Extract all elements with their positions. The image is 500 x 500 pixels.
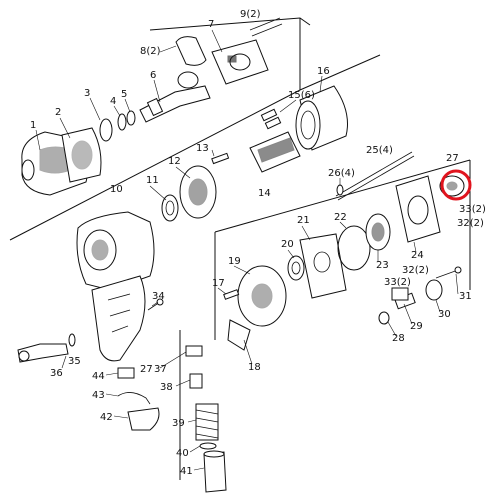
part-14-rotor: [249, 131, 301, 173]
part-38-valve-seat: [189, 373, 203, 389]
label-26: 26(4): [328, 168, 355, 179]
part-4-washer: [117, 113, 127, 131]
part-22-o-ring: [337, 225, 371, 271]
part-29-valve: [391, 287, 409, 301]
part-35-o-ring: [68, 333, 76, 347]
label-8: 8(2): [140, 46, 161, 57]
part-5-ring: [126, 110, 136, 126]
label-33-lower: 33(2): [384, 277, 411, 288]
label-44: 44: [92, 371, 105, 382]
part-12-front-plate: [179, 165, 217, 219]
part-21-gasket: [299, 233, 347, 299]
label-40: 40: [176, 448, 189, 459]
part-43-trigger-pin: [117, 392, 151, 405]
upper-assembly-frame: [9, 17, 381, 241]
label-4: 4: [110, 96, 116, 107]
label-32-lower: 32(2): [402, 265, 429, 276]
part-40-o-ring: [199, 442, 217, 450]
part-37-valve-cap: [185, 345, 203, 357]
label-1: 1: [30, 120, 36, 131]
label-15: 15(6): [288, 90, 315, 101]
part-6-anvil: [139, 85, 211, 123]
label-2: 2: [55, 107, 61, 118]
part-3-o-ring: [99, 118, 113, 142]
part-17-pin: [223, 289, 240, 300]
label-38: 38: [160, 382, 173, 393]
part-19-rear-cover: [237, 265, 287, 327]
part-2-front-cover: [61, 127, 102, 183]
part-9-hammer-pin: [249, 17, 283, 37]
label-27-lower: 27: [140, 364, 153, 375]
label-13: 13: [196, 143, 209, 154]
part-11-bearing: [161, 194, 179, 222]
label-9: 9(2): [240, 9, 261, 20]
label-39: 39: [172, 418, 185, 429]
label-37: 37: [154, 364, 167, 375]
part-26-washer: [336, 184, 344, 196]
label-23: 23: [376, 260, 389, 271]
part-41-valve-body: [203, 450, 227, 493]
part-7-hammer-cage: [211, 39, 269, 85]
part-25-bolt: [335, 151, 415, 201]
label-12: 12: [168, 156, 181, 167]
label-7: 7: [208, 19, 214, 30]
label-31: 31: [459, 291, 472, 302]
part-36-air-inlet: [17, 343, 69, 363]
label-27: 27: [446, 153, 459, 164]
label-42: 42: [100, 412, 113, 423]
leader-lines: [35, 29, 459, 471]
label-22: 22: [334, 212, 347, 223]
label-32: 32(2): [457, 218, 484, 229]
part-18-reverse-switch: [227, 319, 251, 351]
part-34-screw: [147, 298, 164, 311]
label-29: 29: [410, 321, 423, 332]
label-41: 41: [180, 466, 193, 477]
label-35: 35: [68, 356, 81, 367]
label-20: 20: [281, 239, 294, 250]
label-30: 30: [438, 309, 451, 320]
part-16-cylinder: [295, 85, 348, 151]
part-15-rotor-blade: [260, 108, 282, 130]
highlight-circle: [440, 169, 472, 201]
part-20-bushing: [287, 255, 305, 281]
label-34: 34: [152, 291, 165, 302]
label-36: 36: [50, 368, 63, 379]
label-5: 5: [121, 89, 127, 100]
label-18: 18: [248, 362, 261, 373]
label-28: 28: [392, 333, 405, 344]
label-24: 24: [411, 250, 424, 261]
part-10-housing: [76, 211, 155, 362]
label-17: 17: [212, 278, 225, 289]
label-14: 14: [258, 188, 271, 199]
part-39-spring: [195, 403, 219, 441]
label-6: 6: [150, 70, 156, 81]
label-43: 43: [92, 390, 105, 401]
part-13-pin: [211, 152, 230, 165]
part-31-screw: [435, 266, 462, 279]
part-24-end-plate: [395, 175, 441, 243]
part-27-cap-nut: [439, 175, 465, 197]
label-11: 11: [146, 175, 159, 186]
part-37-o-ring-small: [378, 311, 390, 325]
part-44-trigger-spring: [117, 367, 135, 379]
part-labels: 1 2 3 4 5 6 7 8(2) 9(2) 10 11 12 13 14 1…: [30, 9, 486, 477]
label-19: 19: [228, 256, 241, 267]
label-25: 25(4): [366, 145, 393, 156]
part-30-spring-cap: [425, 279, 443, 301]
label-33: 33(2): [459, 204, 486, 215]
part-42-trigger: [127, 407, 160, 431]
part-8-hammer: [175, 36, 207, 89]
part-23-bearing: [365, 213, 391, 251]
label-16: 16: [317, 66, 330, 77]
label-10: 10: [110, 184, 123, 195]
label-3: 3: [84, 88, 90, 99]
label-21: 21: [297, 215, 310, 226]
